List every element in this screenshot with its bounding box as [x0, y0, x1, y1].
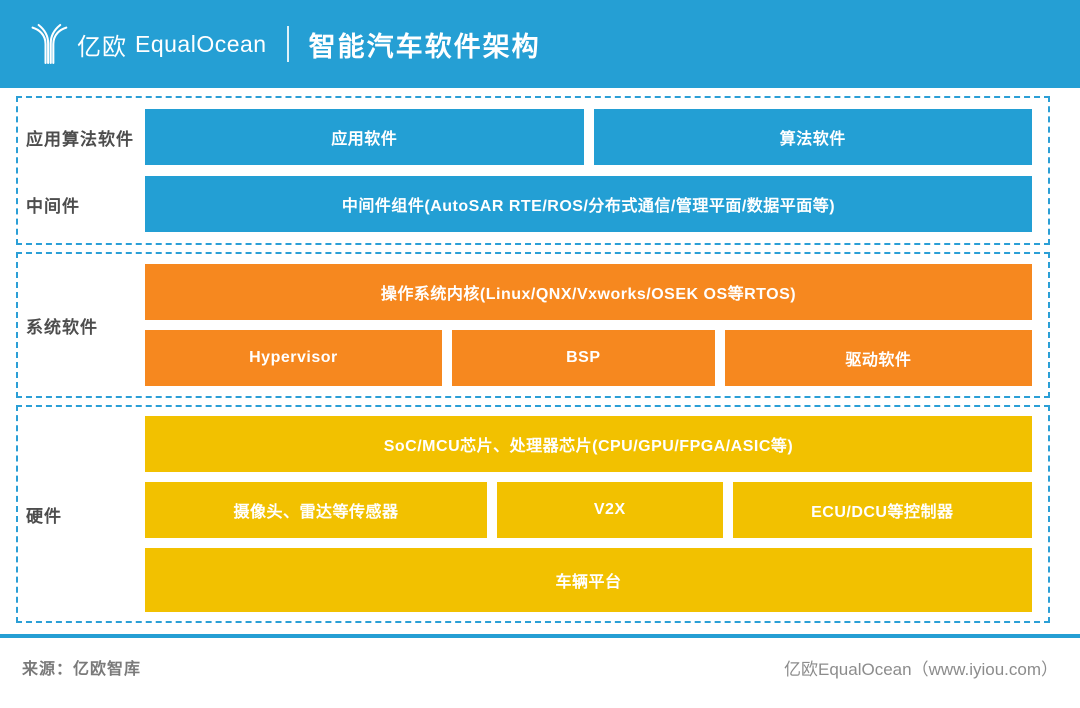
label-middleware: 中间件: [26, 196, 80, 216]
architecture-diagram: 应用算法软件 应用软件 算法软件 中间件 中间件组件(AutoSAR RTE/R…: [0, 88, 1080, 623]
rows-system-software: 操作系统内核(Linux/QNX/Vxworks/OSEK OS等RTOS) H…: [145, 264, 1032, 386]
equalocean-tree-icon: [31, 23, 68, 65]
header: 亿欧 EqualOcean 智能汽车软件架构: [0, 0, 1080, 88]
box-sensors: 摄像头、雷达等传感器: [145, 482, 487, 538]
boxes-application: 应用软件 算法软件: [145, 109, 1032, 165]
row-soc-chips: SoC/MCU芯片、处理器芯片(CPU/GPU/FPGA/ASIC等): [145, 416, 1032, 472]
box-v2x: V2X: [496, 482, 723, 538]
page-title: 智能汽车软件架构: [308, 31, 541, 62]
logo-text-en: EqualOcean: [135, 30, 267, 57]
brand-logo: 亿欧 EqualOcean: [30, 22, 267, 66]
row-vehicle-platform: 车辆平台: [145, 548, 1032, 612]
source-text: 来源：亿欧智库: [22, 661, 142, 678]
label-system-software: 系统软件: [26, 317, 98, 337]
box-hypervisor: Hypervisor: [145, 330, 442, 386]
logo-text-cn: 亿欧: [77, 33, 127, 61]
section-hardware: 硬件 SoC/MCU芯片、处理器芯片(CPU/GPU/FPGA/ASIC等) 摄…: [16, 405, 1050, 623]
row-hardware-components: 摄像头、雷达等传感器 V2X ECU/DCU等控制器: [145, 482, 1032, 538]
box-application-software: 应用软件: [145, 109, 584, 165]
row-system-components: Hypervisor BSP 驱动软件: [145, 330, 1032, 386]
box-algorithm-software: 算法软件: [593, 109, 1032, 165]
box-os-kernel: 操作系统内核(Linux/QNX/Vxworks/OSEK OS等RTOS): [145, 264, 1032, 320]
label-hardware: 硬件: [26, 506, 62, 526]
section-system-software: 系统软件 操作系统内核(Linux/QNX/Vxworks/OSEK OS等RT…: [16, 252, 1050, 398]
label-application-algorithm-software: 应用算法软件: [26, 129, 134, 149]
box-middleware-components: 中间件组件(AutoSAR RTE/ROS/分布式通信/管理平面/数据平面等): [145, 176, 1032, 232]
box-vehicle-platform: 车辆平台: [145, 548, 1032, 612]
rows-hardware: SoC/MCU芯片、处理器芯片(CPU/GPU/FPGA/ASIC等) 摄像头、…: [145, 416, 1032, 612]
box-driver-software: 驱动软件: [724, 330, 1032, 386]
row-os-kernel: 操作系统内核(Linux/QNX/Vxworks/OSEK OS等RTOS): [145, 264, 1032, 320]
section-application-layer: 应用算法软件 应用软件 算法软件 中间件 中间件组件(AutoSAR RTE/R…: [16, 96, 1050, 245]
footer-divider-line: [0, 634, 1080, 638]
footer: 来源：亿欧智库 亿欧EqualOcean（www.iyiou.com）: [0, 638, 1080, 680]
row-middleware: 中间件 中间件组件(AutoSAR RTE/ROS/分布式通信/管理平面/数据平…: [18, 176, 1032, 232]
row-application: 应用算法软件 应用软件 算法软件: [18, 109, 1032, 165]
footer-brand-text: 亿欧EqualOcean（www.iyiou.com）: [784, 660, 1058, 679]
boxes-middleware: 中间件组件(AutoSAR RTE/ROS/分布式通信/管理平面/数据平面等): [145, 176, 1032, 232]
header-divider: [286, 26, 289, 62]
box-soc-chips: SoC/MCU芯片、处理器芯片(CPU/GPU/FPGA/ASIC等): [145, 416, 1032, 472]
box-controllers: ECU/DCU等控制器: [732, 482, 1032, 538]
box-bsp: BSP: [451, 330, 715, 386]
